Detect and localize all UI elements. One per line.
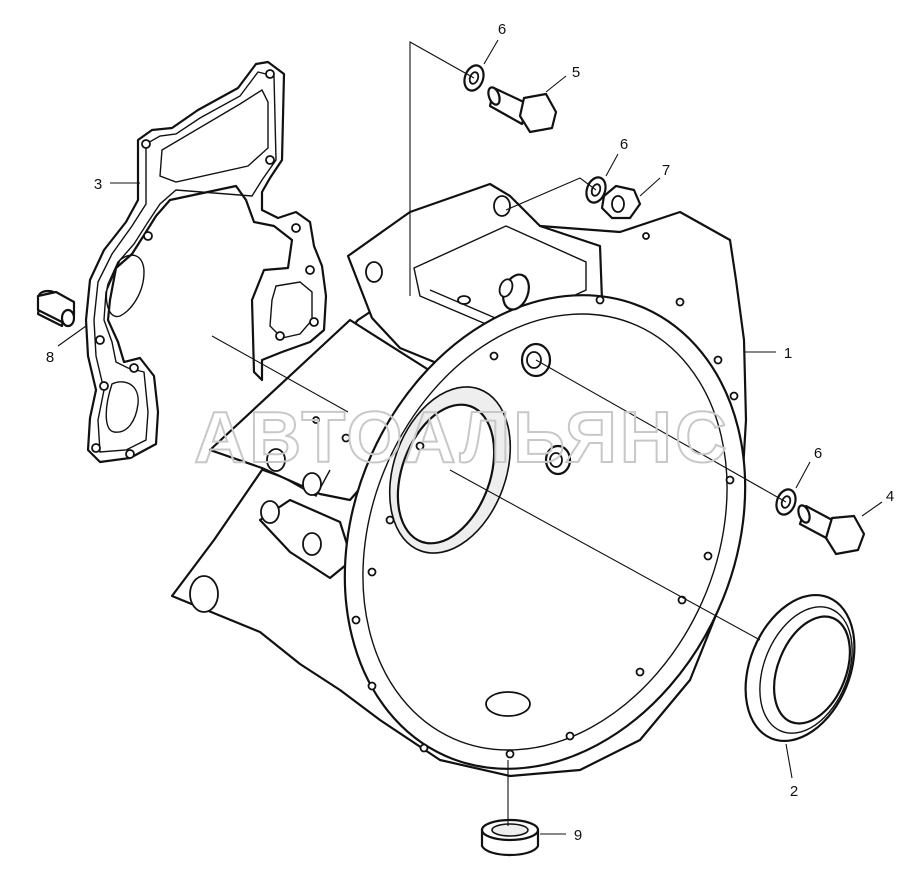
plug — [480, 818, 540, 856]
bolt-4 — [797, 504, 866, 556]
callout-4: 4 — [886, 488, 894, 505]
callout-2: 2 — [790, 783, 798, 800]
bolt-5 — [487, 86, 558, 134]
watermark: АВТОАЛЬЯНС — [194, 398, 730, 478]
callout-9: 9 — [574, 827, 582, 844]
callout-6-middle: 6 — [620, 136, 628, 153]
callout-8: 8 — [46, 349, 54, 366]
oil-seal — [744, 593, 856, 743]
callout-3: 3 — [94, 176, 102, 193]
bell-housing — [170, 182, 748, 778]
callout-7: 7 — [662, 162, 670, 179]
callout-6-lower: 6 — [814, 445, 822, 462]
nut — [600, 184, 642, 220]
gasket — [84, 60, 328, 464]
callout-1: 1 — [784, 345, 792, 362]
dowel-pin — [36, 289, 76, 328]
callout-6-top: 6 — [498, 21, 506, 38]
callout-5: 5 — [572, 64, 580, 81]
leader-lines — [57, 39, 883, 835]
washer-6b — [585, 176, 607, 204]
